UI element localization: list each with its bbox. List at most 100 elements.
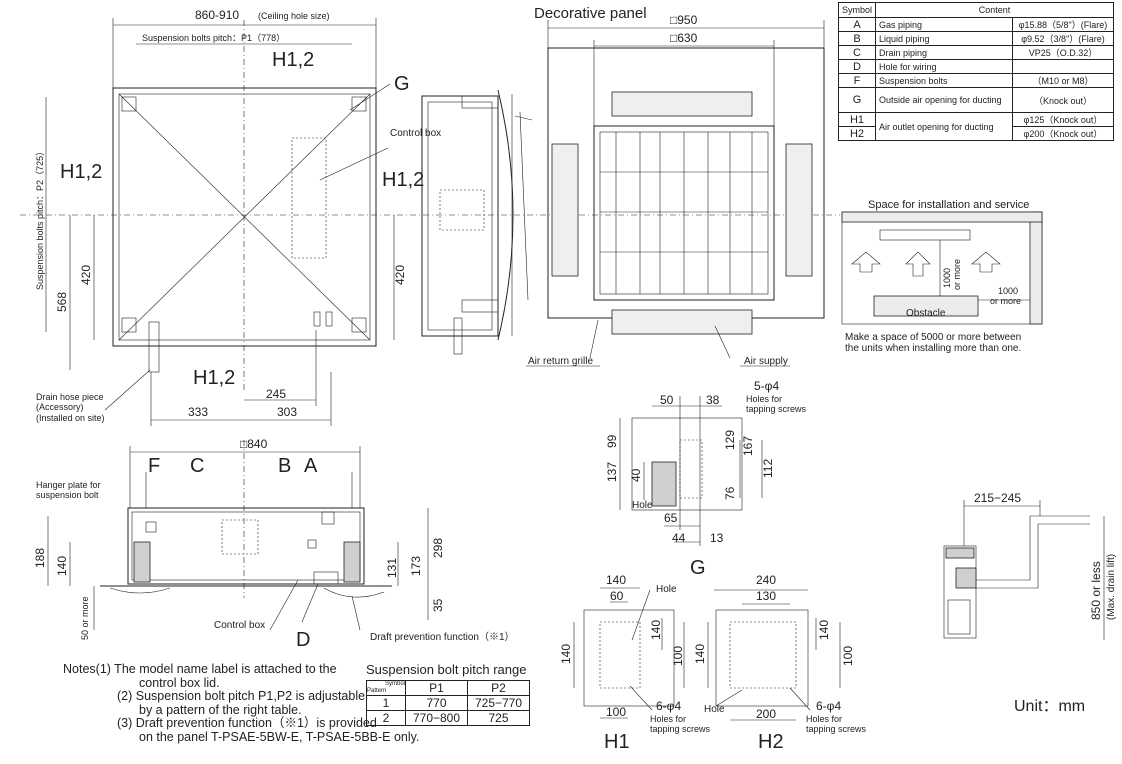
air-return-label: Air return grille	[528, 356, 593, 367]
label-c: C	[190, 455, 204, 477]
content-cell: VP25（O.D.32）	[1011, 45, 1115, 60]
panel-view: Decorative panel □950 □630 Air return gr…	[526, 5, 825, 367]
h12-top: H1,2	[272, 49, 314, 71]
dim-303: 303	[277, 405, 297, 419]
obstacle-label: Obstacle	[906, 308, 946, 319]
symbol-header: Symbol	[837, 2, 877, 18]
note-3-cont: on the panel T-PSAE-5BW-E, T-PSAE-5BB-E …	[139, 729, 420, 744]
label-g: G	[394, 73, 410, 95]
dim-568: 568	[55, 292, 69, 312]
control-box-label: Control box	[390, 128, 441, 139]
g-dim-13: 13	[710, 531, 724, 545]
bolt-table-title: Suspension bolt pitch range	[366, 662, 527, 677]
notes: Notes(1) The model name label is attache…	[63, 662, 420, 744]
drain-lift-2: (Max. drain lift)	[1106, 554, 1117, 620]
dim-298: 298	[431, 538, 445, 558]
ceiling-hole-note: (Ceiling hole size)	[258, 11, 330, 21]
g-dim-167: 167	[741, 436, 755, 456]
detail-h1: 140 60 Hole 140 140 100 100 6-φ4 Holes f…	[559, 573, 711, 753]
ceiling-hole-dim: 860-910	[195, 8, 239, 22]
dim-420-left: 420	[79, 265, 93, 285]
table-row: B Liquid piping φ9.52（3/8"）(Flare)	[837, 31, 1115, 46]
install-caption: Make a space of 5000 or more between the…	[845, 332, 1021, 354]
note-2: (2) Suspension bolt pitch P1,P2 is adjus…	[117, 689, 366, 703]
h12-bottom: H1,2	[193, 367, 235, 389]
g-dim-44: 44	[672, 531, 686, 545]
g-dim-99: 99	[605, 434, 619, 448]
content-cell: φ9.52（3/8"）(Flare)	[1011, 31, 1115, 46]
drain-lift: 215−245 850 or less (Max. drain lift)	[943, 491, 1117, 640]
caption-line-2: the units when installing more than one.	[845, 343, 1022, 354]
h12-left: H1,2	[60, 161, 102, 183]
name-cell: Air outlet opening for ducting	[875, 112, 1013, 141]
h1-dim-60: 60	[610, 589, 624, 603]
h1-holes-1: Holes for	[650, 714, 686, 724]
p2-cell: 725	[467, 710, 530, 726]
panel-title: Decorative panel	[534, 5, 647, 22]
front-view: F C B A D □840 Hanger plate for suspensi…	[33, 437, 515, 651]
note-1: Notes(1) The model name label is attache…	[63, 662, 337, 676]
pitch-p1: Suspension bolts pitch：P1（778）	[142, 33, 285, 43]
content-cell: φ15.88（5/8"）(Flare)	[1011, 17, 1115, 32]
content-header: Content	[875, 2, 1114, 18]
h1-dim-140-left: 140	[559, 644, 573, 664]
g-holes: 5-φ4	[754, 379, 779, 393]
symbol-cell: B	[837, 31, 877, 46]
drain-dim-215: 215−245	[974, 491, 1021, 505]
col-p1: P1	[405, 680, 468, 696]
pattern-cell: 1	[366, 695, 406, 711]
h2-dim-240: 240	[756, 573, 776, 587]
symbol-cell: D	[837, 59, 877, 74]
dim-333: 333	[188, 405, 208, 419]
g-hole: Hole	[632, 500, 653, 511]
drain-hose-1: Drain hose piece	[36, 392, 104, 402]
content-cell: φ125（Knock out）	[1011, 112, 1115, 127]
content-cell: φ200（Knock out）	[1011, 126, 1115, 141]
p2-cell: 725−770	[467, 695, 530, 711]
symbol-cell: A	[837, 17, 877, 32]
symbol-table: Symbol Content A Gas piping φ15.88（5/8"）…	[837, 2, 1115, 141]
detail-g: 50 38 5-φ4 Holes for tapping screws 99 1…	[605, 379, 807, 579]
name-cell: Drain piping	[875, 45, 1013, 60]
note-1-cont: control box lid.	[139, 675, 220, 690]
service-title: Space for installation and service	[868, 199, 1029, 211]
hanger-2: suspension bolt	[36, 490, 99, 500]
pitch-p2: Suspension bolts pitch：P2（725）	[35, 147, 45, 290]
h2-holes: 6-φ4	[816, 699, 841, 713]
name-cell: Hole for wiring	[875, 59, 1013, 74]
g-dim-40: 40	[629, 468, 643, 482]
symbol-cell: C	[837, 45, 877, 60]
dim-1000-a: 1000	[942, 268, 952, 288]
table-row: G Outside air opening for ducting （Knock…	[837, 87, 1115, 113]
h2-label: H2	[758, 731, 784, 753]
h1-holes-2: tapping screws	[650, 724, 711, 734]
h1-dim-100-bottom: 100	[606, 705, 626, 719]
label-a: A	[304, 455, 318, 477]
content-cell: （Knock out）	[1011, 87, 1115, 113]
or-more-a: or more	[952, 259, 962, 290]
symbol-cell: G	[837, 87, 877, 113]
h1-hole: Hole	[656, 584, 677, 595]
pattern-cell: 2	[366, 710, 406, 726]
unit-label: Unit：mm	[1014, 698, 1086, 715]
draft-label: Draft prevention function（※1）	[370, 631, 515, 643]
h1-dim-140-top: 140	[606, 573, 626, 587]
label-f: F	[148, 455, 160, 477]
table-row: H1 Air outlet opening for ducting φ125（K…	[837, 112, 1115, 141]
dim-420-right: 420	[393, 265, 407, 285]
name-cell: Suspension bolts	[875, 73, 1013, 88]
content-cell	[1011, 59, 1115, 74]
or-more-b: or more	[990, 296, 1021, 306]
h2-dim-130: 130	[756, 589, 776, 603]
h12-right: H1,2	[382, 169, 424, 191]
dim-245: 245	[266, 387, 286, 401]
g-label: G	[690, 557, 706, 579]
h1-dim-140-right: 140	[649, 620, 663, 640]
table-row: 2 770−800 725	[366, 710, 530, 726]
h2-dim-140-left: 140	[693, 644, 707, 664]
table-row: C Drain piping VP25（O.D.32）	[837, 45, 1115, 60]
g-holes-1: Holes for	[746, 394, 782, 404]
g-dim-137: 137	[605, 462, 619, 482]
name-cell: Outside air opening for ducting	[875, 87, 1013, 113]
